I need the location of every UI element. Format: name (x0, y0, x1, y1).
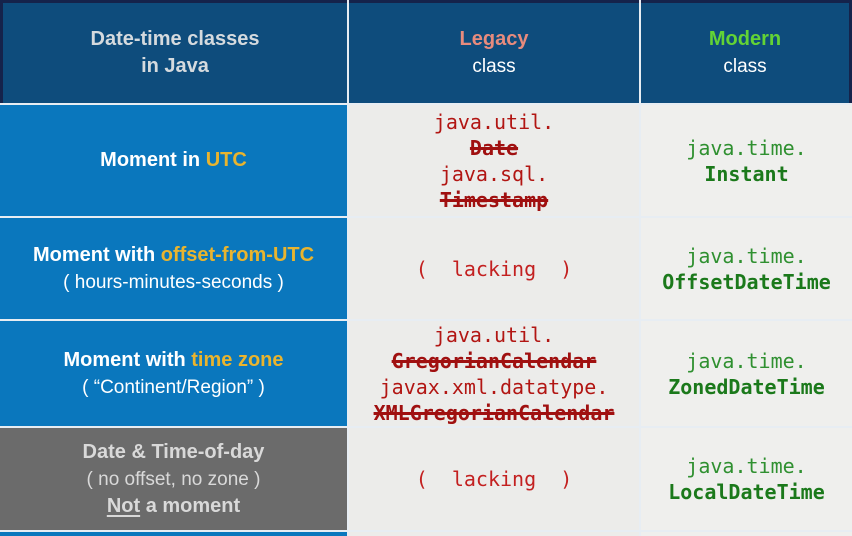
legacy-class-struck: GregorianCalendar (391, 348, 597, 373)
row-label-offset: Moment with offset-from-UTC ( hours-minu… (0, 218, 347, 319)
legacy-package: javax.xml.datatype. (379, 374, 609, 399)
modern-cell-timezone: java.time. ZonedDateTime (641, 321, 852, 426)
row-label-text: Date & Time-of-day (82, 440, 265, 463)
legacy-package: java.util. (433, 322, 555, 347)
label-main: Moment with (63, 348, 186, 371)
row-label-timezone: Moment with time zone ( “Continent/Regio… (0, 321, 347, 426)
legacy-class-struck: Timestamp (439, 187, 549, 212)
row-label-note: ( “Continent/Region” ) (82, 376, 265, 398)
modern-class: Instant (704, 161, 789, 186)
modern-column-title: Modern (708, 28, 782, 50)
modern-class: OffsetDateTime (662, 269, 831, 294)
modern-cell-date-timeofday: java.time. LocalDateTime (641, 428, 852, 530)
legacy-lacking-text: ( lacking ) (415, 467, 573, 491)
modern-column-subtitle: class (723, 56, 767, 77)
modern-package: java.time. (686, 454, 807, 478)
row-label-date-timeofday: Date & Time-of-day ( no offset, no zone … (0, 428, 347, 530)
not-underlined: Not (106, 494, 141, 517)
next-row-sliver-modern (641, 532, 852, 536)
header-cell-title: Date-time classes in Java (0, 0, 347, 103)
row-label-emphasis: Not a moment (107, 493, 240, 520)
modern-package: java.time. (686, 243, 807, 268)
row-label-note: ( no offset, no zone ) (86, 468, 261, 490)
table-title-line1: Date-time classes (90, 28, 260, 50)
modern-class: ZonedDateTime (668, 374, 825, 399)
table-title-line2: in Java (141, 55, 209, 77)
label-accent: UTC (205, 149, 247, 171)
next-row-sliver-label (0, 532, 347, 536)
modern-class: LocalDateTime (668, 480, 825, 504)
legacy-column-title: Legacy (459, 28, 529, 50)
emphasis-rest: a moment (140, 494, 241, 517)
modern-package: java.time. (686, 348, 807, 373)
legacy-class-struck: XMLGregorianCalendar (373, 400, 615, 425)
label-accent: time zone (191, 348, 284, 371)
legacy-package: java.util. (433, 109, 555, 134)
row-label-text: Moment with offset-from-UTC (33, 242, 314, 269)
next-row-sliver-legacy (349, 532, 639, 536)
row-label-moment-utc: Moment in UTC (0, 105, 347, 216)
row-label-text: Moment with time zone (63, 347, 283, 374)
label-main: Moment with (32, 243, 156, 266)
legacy-cell-offset: ( lacking ) (349, 218, 639, 319)
legacy-cell-timezone: java.util. GregorianCalendar javax.xml.d… (349, 321, 639, 426)
row-label-note: ( hours-minutes-seconds ) (63, 271, 284, 293)
legacy-cell-date-timeofday: ( lacking ) (349, 428, 639, 530)
label-main: Moment in (100, 149, 201, 171)
legacy-class-struck: Date (469, 135, 519, 160)
row-label-text: Moment in UTC (100, 147, 247, 174)
modern-package: java.time. (686, 135, 807, 160)
label-accent: offset-from-UTC (160, 243, 315, 266)
legacy-lacking-text: ( lacking ) (415, 256, 573, 281)
legacy-package: java.sql. (439, 161, 549, 186)
modern-cell-moment-utc: java.time. Instant (641, 105, 852, 216)
legacy-column-subtitle: class (472, 56, 516, 77)
modern-cell-offset: java.time. OffsetDateTime (641, 218, 852, 319)
legacy-cell-moment-utc: java.util. Date java.sql. Timestamp (349, 105, 639, 216)
header-cell-legacy: Legacy class (349, 0, 639, 103)
header-cell-modern: Modern class (641, 0, 852, 103)
